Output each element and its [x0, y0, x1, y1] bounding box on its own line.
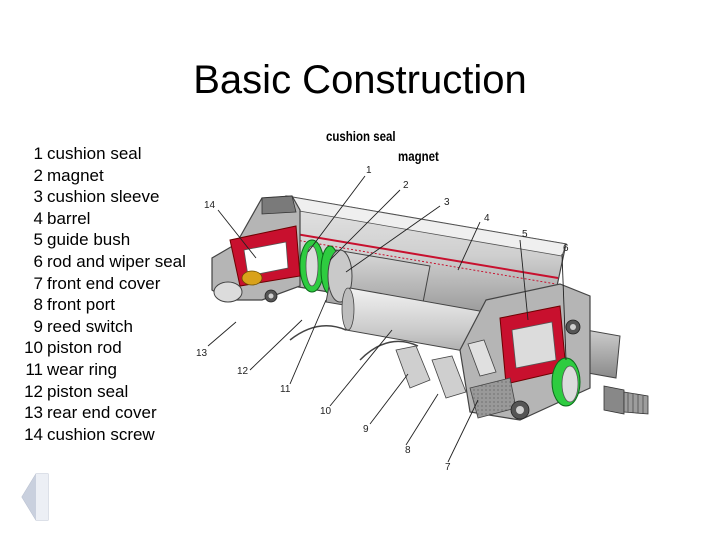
- cushion-seal-rear: [299, 239, 325, 293]
- callout-1: 1: [366, 165, 372, 176]
- front-end-cover: [459, 283, 591, 421]
- callout-4: 4: [484, 213, 490, 224]
- callout-13: 13: [196, 348, 208, 359]
- callout-11: 11: [280, 384, 291, 395]
- callout-14: 14: [204, 200, 216, 211]
- tie-rods: [289, 325, 497, 399]
- callout-10: 10: [320, 406, 332, 417]
- rear-end-cover: [211, 195, 301, 303]
- callout-8: 8: [405, 445, 411, 456]
- diagram-header-magnet: magnet: [398, 148, 439, 164]
- rod-wiper-seal: [551, 357, 581, 407]
- rod-end-nut: [603, 385, 649, 415]
- callout-3: 3: [444, 197, 450, 208]
- diagram-header-cushion-seal: cushion seal: [326, 128, 396, 144]
- slide-title: Basic Construction: [193, 58, 527, 102]
- callout-2: 2: [403, 180, 409, 191]
- back-arrow-icon: [21, 473, 49, 521]
- back-button[interactable]: [20, 472, 50, 522]
- callout-12: 12: [237, 366, 249, 377]
- callout-5: 5: [522, 229, 528, 240]
- leader-lines: [207, 175, 567, 463]
- callout-9: 9: [363, 424, 369, 435]
- callout-7: 7: [445, 462, 451, 473]
- callout-6: 6: [563, 243, 569, 254]
